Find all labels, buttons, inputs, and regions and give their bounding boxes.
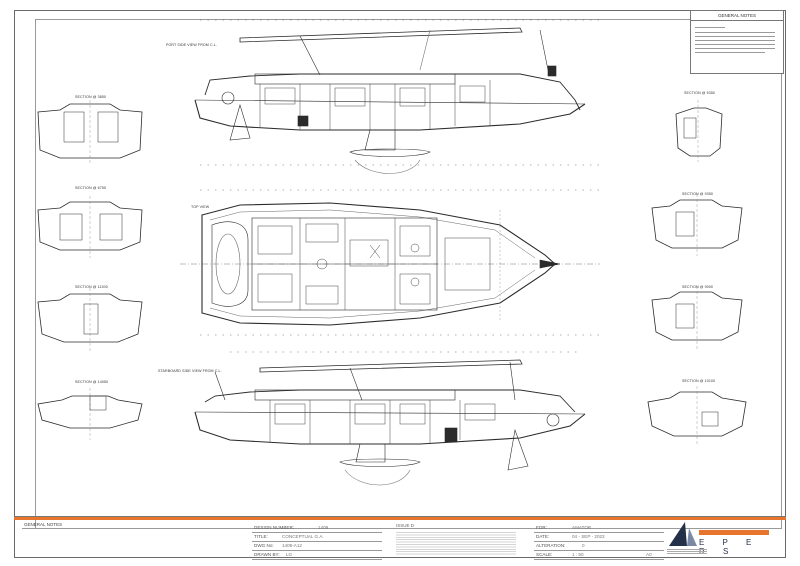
dwg-no-label: DWG No: (254, 542, 274, 548)
left-sections (37, 100, 143, 440)
drawn-by-value: LG (286, 551, 293, 557)
sail-logo-icon (669, 522, 697, 546)
for-label: FOR: (536, 524, 547, 530)
design-number-label: DESIGN NUMBER: (254, 524, 295, 530)
company-logo: E P E R S (665, 518, 771, 556)
date-label: DATE: (536, 533, 550, 539)
section-label: SECTION @ 3850 (75, 95, 107, 99)
right-sections (647, 100, 747, 446)
port-side-view-label: PORT SIDE VIEW FROM C.L. (166, 43, 217, 47)
title-block: GENERAL NOTES DESIGN NUMBER: 1409 TITLE:… (14, 516, 786, 560)
section-label: SECTION @ 6750 (75, 186, 107, 190)
title-block-accent-bar (14, 517, 786, 520)
logo-accent-stripe (699, 530, 769, 535)
title-row: TITLE: CONCEPTUAL G.A. (252, 532, 382, 542)
drawn-by-label: DRAWN BY: (254, 551, 280, 557)
for-value: AMATOR (572, 524, 592, 530)
general-notes-title: GENERAL NOTES (691, 11, 783, 21)
sheet-size-value: A0 (646, 551, 652, 557)
alteration-label: ALTERATION: (536, 542, 566, 548)
title-value: CONCEPTUAL G.A. (282, 533, 324, 539)
brand-wordmark: E P E R S (699, 538, 760, 556)
dwg-no-row: DWG No: 1409-A12 (252, 541, 382, 551)
scale-value: 1 : 50 (572, 551, 584, 557)
top-view-label: TOP VIEW (191, 205, 210, 209)
starboard-side-view-label: STARBOARD SIDE VIEW FROM C.L. (158, 369, 222, 373)
general-notes-box: GENERAL NOTES (690, 10, 784, 74)
alteration-row: ALTERATION: 0 (534, 541, 664, 551)
scale-label: SCALE: (536, 551, 553, 557)
date-value: 04 - SEP - 2023 (572, 533, 605, 539)
alteration-value: 0 (582, 542, 585, 548)
logo-small-print (667, 549, 707, 554)
section-label: SECTION @ 10100 (682, 379, 716, 383)
date-row: DATE: 04 - SEP - 2023 (534, 532, 664, 542)
issue-notes-block: ISSUE D (396, 523, 521, 559)
top-view-hull (180, 202, 600, 326)
section-label: SECTION @ 9350 (682, 192, 714, 196)
design-number-row: DESIGN NUMBER: 1409 (252, 523, 382, 533)
issue-notes-text (396, 532, 516, 556)
port-side-hull (194, 27, 586, 174)
dwg-no-value: 1409-A12 (282, 542, 302, 548)
section-label: SECTION @ 14050 (75, 380, 109, 384)
drawing-area-frame (35, 19, 782, 529)
for-row: FOR: AMATOR (534, 523, 664, 533)
scale-row: SCALE: 1 : 50 A0 (534, 550, 664, 560)
title-block-notes-label: GENERAL NOTES (24, 522, 63, 527)
section-label: SECTION @ 11300 (75, 285, 108, 289)
section-label: SECTION @ 5350 (684, 91, 716, 95)
issue-label: ISSUE D (396, 523, 415, 528)
drawn-by-row: DRAWN BY: LG (252, 550, 382, 560)
title-label: TITLE: (254, 533, 268, 539)
starboard-side-hull (194, 359, 586, 486)
section-label: SECTION @ 9000 (682, 285, 714, 289)
design-number-value: 1409 (318, 524, 329, 530)
